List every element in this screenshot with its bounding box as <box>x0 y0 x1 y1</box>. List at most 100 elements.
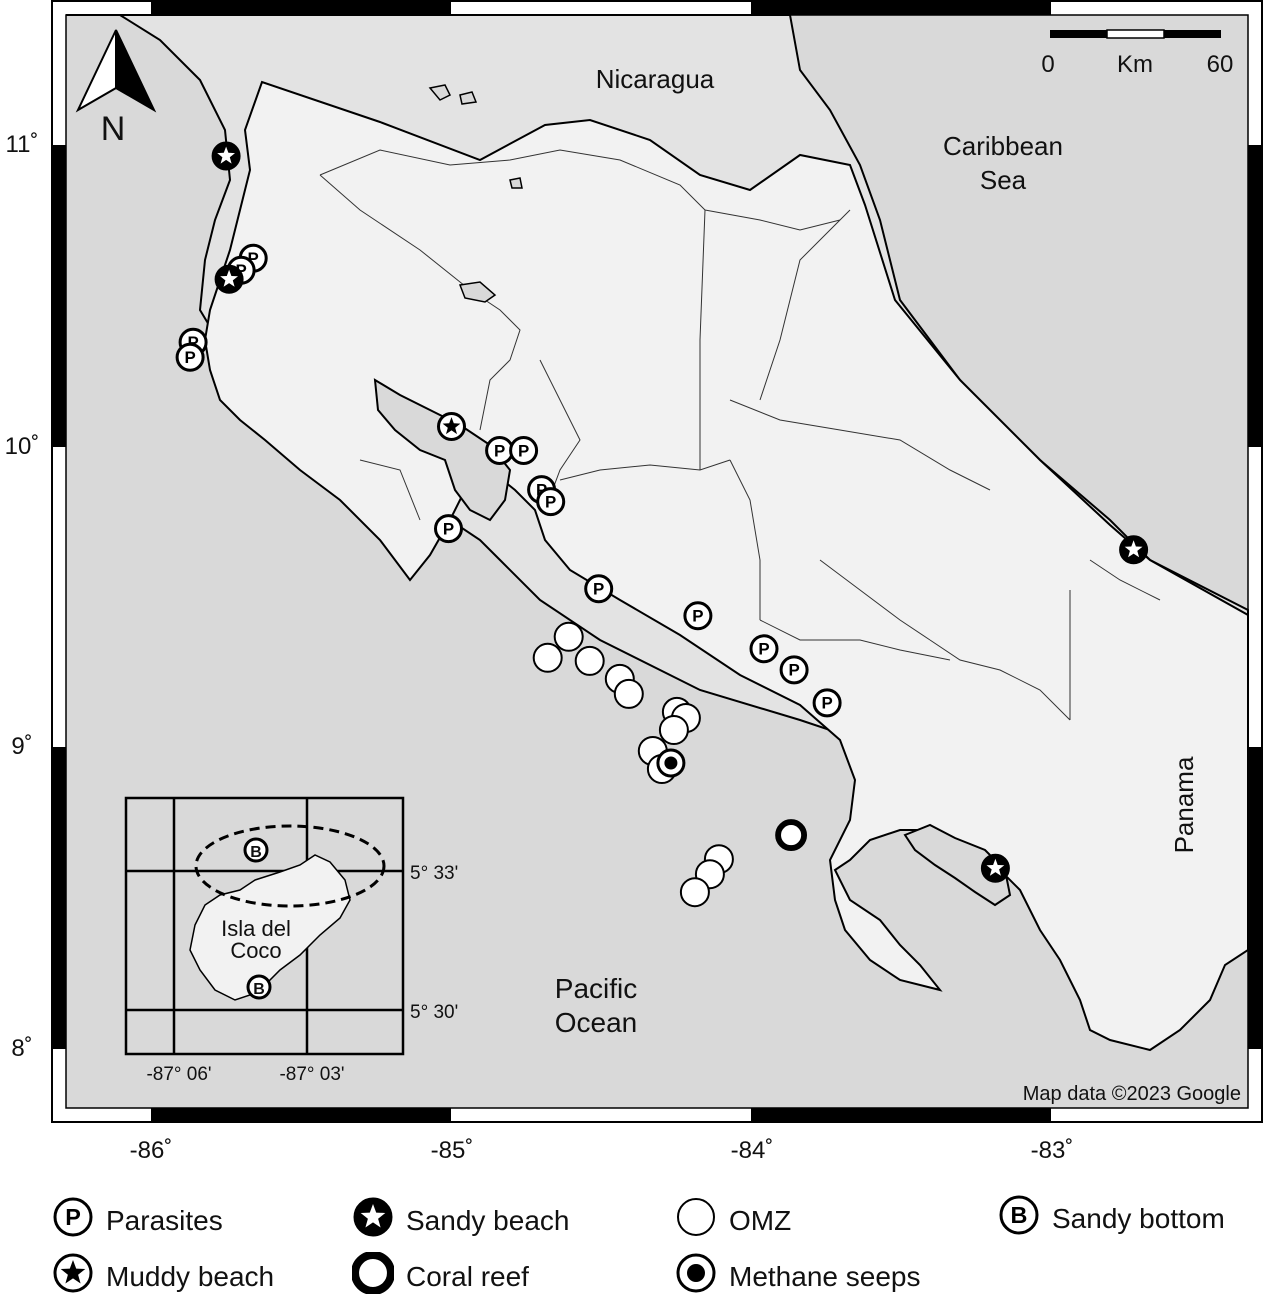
lat-8: 8˚ <box>11 1035 32 1062</box>
methane-seeps-icon <box>675 1252 717 1301</box>
legend-label: Sandy bottom <box>1052 1202 1225 1234</box>
costa-rica-land <box>203 80 1249 1052</box>
svg-text:P: P <box>692 607 703 626</box>
coral-reef-icon <box>350 1250 396 1301</box>
svg-text:P: P <box>65 1204 81 1230</box>
svg-text:P: P <box>187 333 198 352</box>
lon-84: -84˚ <box>731 1137 774 1164</box>
site-marker-omz <box>658 715 689 745</box>
frame-ticks <box>51 0 1263 1123</box>
svg-text:P: P <box>235 261 246 280</box>
site-marker-omz <box>574 645 605 676</box>
north-label: N <box>101 110 126 148</box>
svg-text:P: P <box>821 694 832 713</box>
legend-sandy-beach: Sandy beach <box>352 1196 569 1245</box>
omz-icon <box>675 1196 717 1245</box>
label-pacific: Pacific <box>555 973 637 1004</box>
site-marker-sandy-beach <box>980 853 1010 883</box>
site-marker-sandy-beach <box>211 141 241 171</box>
sandy-beach-icon <box>352 1196 394 1245</box>
muddy-beach-icon <box>52 1252 94 1301</box>
lat-11: 11˚ <box>6 131 39 158</box>
legend: P Parasites Sandy beach OMZ B Sandy bott… <box>0 1180 1264 1296</box>
site-marker-omz <box>679 877 710 908</box>
scale-end: 60 <box>1207 51 1234 78</box>
golfo-dulce <box>903 823 1012 907</box>
inset-isla-del-coco: Isla del Coco 5° 33' 5° 30' -87° 06' -87… <box>124 796 458 1085</box>
legend-label: Muddy beach <box>106 1260 275 1292</box>
inset-marker-letter: B <box>250 844 262 861</box>
legend-label: Parasites <box>106 1204 223 1236</box>
svg-text:P: P <box>593 580 604 599</box>
scale-bar: 0 Km 60 <box>1041 29 1234 78</box>
label-ocean: Ocean <box>555 1007 638 1038</box>
lon-85: -85˚ <box>431 1137 474 1164</box>
parasites-icon: P <box>52 1196 94 1245</box>
province-borders <box>319 149 1161 721</box>
legend-sandy-bottom: B Sandy bottom <box>998 1194 1225 1243</box>
svg-text:P: P <box>494 441 505 460</box>
scale-unit: Km <box>1117 51 1153 78</box>
legend-label: Sandy beach <box>406 1204 570 1236</box>
svg-text:P: P <box>518 441 529 460</box>
costa-rica-map: 0 Km 60 N Nicaragua Caribbean Sea Pacifi… <box>5 0 1263 1164</box>
lon-86: -86˚ <box>130 1137 173 1164</box>
site-marker-omz <box>613 678 644 709</box>
inset-lat-2: 5° 30' <box>410 1002 458 1023</box>
island-shape <box>189 854 351 1001</box>
legend-label: Methane seeps <box>729 1260 921 1292</box>
inset-lon-1: -87° 06' <box>146 1064 211 1085</box>
inset-marker-letter: B <box>253 981 265 998</box>
svg-text:P: P <box>758 640 769 659</box>
svg-text:B: B <box>1011 1202 1028 1228</box>
site-marker-parasites: P <box>779 655 809 685</box>
svg-text:P: P <box>536 480 547 499</box>
svg-text:P: P <box>248 249 259 268</box>
svg-text:P: P <box>443 519 454 538</box>
north-arrow-icon: N <box>75 29 157 148</box>
scale-start: 0 <box>1041 51 1054 78</box>
site-marker-parasites: P <box>536 487 566 517</box>
site-marker-omz <box>553 621 584 652</box>
inset-marker-sandy-bottom-1: B <box>243 837 269 863</box>
label-sea: Sea <box>980 165 1027 195</box>
site-marker-methane-seeps <box>656 748 686 778</box>
site-marker-omz <box>532 642 563 673</box>
inset-marker-sandy-bottom-2: B <box>246 974 272 1000</box>
label-nicaragua: Nicaragua <box>596 64 715 94</box>
inset-island-line1: Isla del <box>221 916 291 941</box>
site-marker-parasites: P <box>509 436 539 465</box>
inset-lon-2: -87° 03' <box>279 1064 344 1085</box>
site-marker-parasites: P <box>485 436 515 465</box>
lon-83: -83˚ <box>1031 1137 1074 1164</box>
label-panama: Panama <box>1169 756 1199 853</box>
inset-lat-1: 5° 33' <box>410 863 458 884</box>
svg-text:P: P <box>184 348 195 367</box>
site-marker-parasites: P <box>812 688 842 718</box>
site-marker-muddy-beach <box>437 412 466 441</box>
site-marker-parasites: P <box>434 514 463 544</box>
lon-labels: -86˚ -85˚ -84˚ -83˚ <box>130 1137 1074 1164</box>
site-marker-coral-reef <box>775 819 808 852</box>
legend-methane-seeps: Methane seeps <box>675 1252 920 1301</box>
inset-dashed-ellipse <box>194 824 386 908</box>
attribution: Map data ©2023 Google <box>1023 1083 1241 1105</box>
site-marker-sandy-beach <box>214 264 244 294</box>
inset-island-line2: Coco <box>230 938 281 963</box>
svg-text:P: P <box>788 661 799 680</box>
lat-9: 9˚ <box>11 733 32 760</box>
lat-10: 10˚ <box>5 433 40 460</box>
legend-label: OMZ <box>729 1204 792 1236</box>
legend-label: Coral reef <box>406 1260 529 1292</box>
site-marker-parasites: P <box>175 342 205 372</box>
sandy-bottom-icon: B <box>998 1194 1040 1243</box>
lat-labels: 11˚ 10˚ 9˚ 8˚ <box>5 131 40 1062</box>
legend-muddy-beach: Muddy beach <box>52 1252 274 1301</box>
legend-omz: OMZ <box>675 1196 791 1245</box>
legend-coral-reef: Coral reef <box>350 1250 529 1301</box>
gulf-of-nicoya <box>373 378 512 522</box>
label-caribbean: Caribbean <box>943 131 1063 161</box>
legend-parasites: P Parasites <box>52 1196 223 1245</box>
site-marker-parasites: P <box>584 574 614 604</box>
